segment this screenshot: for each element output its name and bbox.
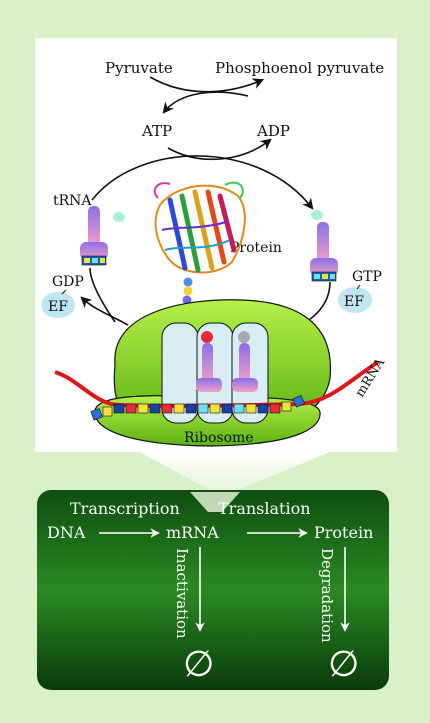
label-ef-right: EF: [344, 294, 364, 310]
arrow-left-out: [80, 296, 129, 326]
label-gtp: GTP: [352, 269, 382, 285]
label-mrna-lower: mRNA: [166, 523, 219, 542]
label-inactivation: Inactivation: [173, 548, 191, 639]
label-adp: ADP: [256, 122, 290, 140]
label-degradation: Degradation: [318, 548, 336, 643]
label-ef-left: EF: [48, 299, 68, 315]
protein-structure: [153, 181, 246, 274]
trna-right: [310, 210, 338, 282]
codon-blocks: [90, 394, 306, 421]
label-protein-lower: Protein: [314, 523, 373, 542]
arrow-cycle-top: [91, 155, 314, 210]
ef-left-blob: [41, 292, 75, 318]
label-protein: Protein: [230, 240, 282, 256]
label-dna: DNA: [47, 523, 86, 542]
lower-panel: [37, 490, 389, 690]
label-translation: Translation: [218, 499, 311, 518]
null-set-right: ∅: [328, 644, 359, 685]
arrow-atp-adp: [167, 138, 272, 161]
trna-in-ribosome: [196, 331, 258, 392]
ef-right-blob: [338, 287, 372, 313]
label-pep: Phosphoenol pyruvate: [215, 59, 384, 77]
arrow-pep-back: [162, 91, 249, 114]
label-gdp: GDP: [52, 274, 84, 290]
trna-left: [80, 206, 125, 266]
zoom-funnel: [140, 452, 330, 493]
label-pyruvate: Pyruvate: [105, 59, 173, 77]
null-set-left: ∅: [183, 644, 214, 685]
label-transcription: Transcription: [70, 499, 180, 518]
label-atp: ATP: [141, 122, 172, 140]
arrow-left-up: [89, 267, 116, 323]
label-trna: tRNA: [53, 193, 92, 209]
label-ribosome: Ribosome: [184, 430, 254, 446]
funnel-tip: [190, 492, 240, 512]
